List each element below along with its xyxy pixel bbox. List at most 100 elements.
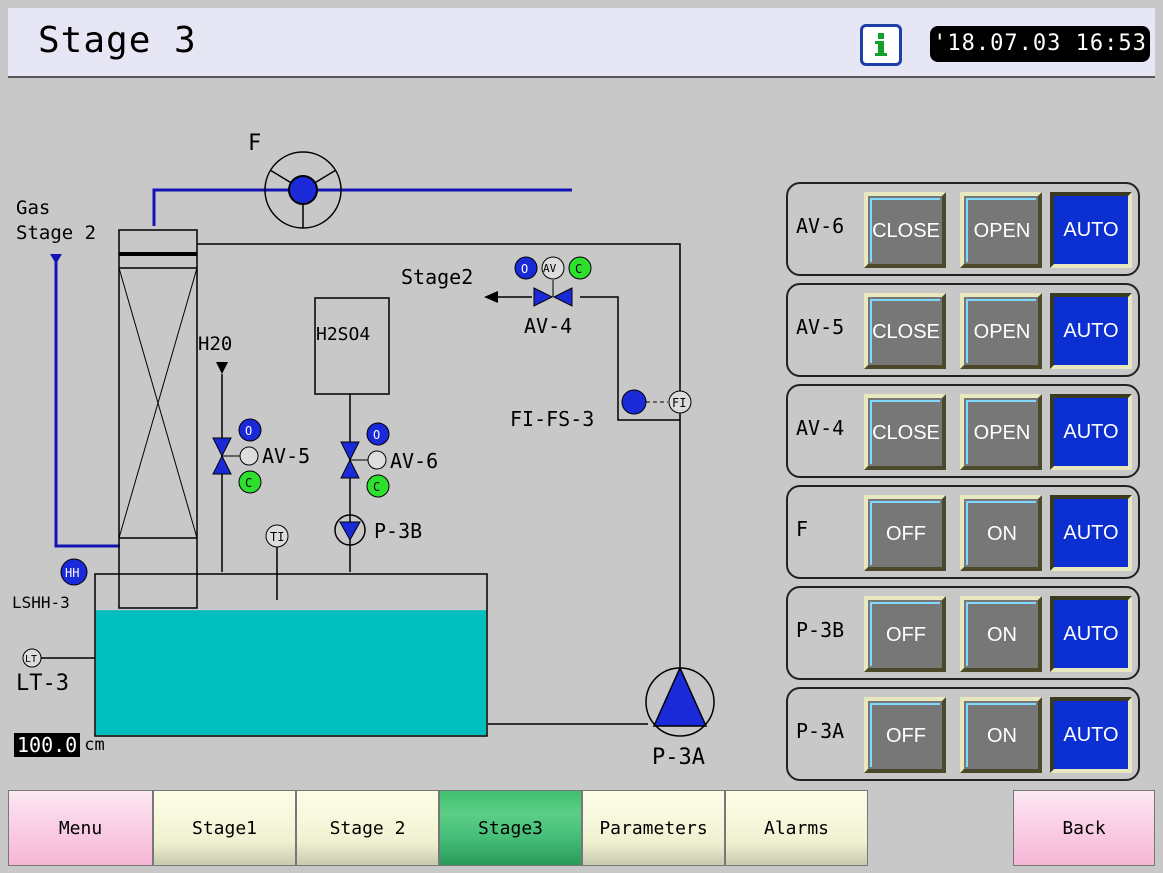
av5-label: AV-5 [262, 444, 310, 468]
p3a-auto-button[interactable]: AUTO [1050, 697, 1132, 773]
nav-alarms-button[interactable]: Alarms [725, 790, 868, 866]
button-label: AUTO [1063, 218, 1119, 241]
av4-auto-button[interactable]: AUTO [1050, 394, 1132, 470]
button-label: AUTO [1063, 521, 1119, 544]
process-schematic: F Gas Stage 2 Stage2 [12, 131, 715, 770]
av4-av-indicator [541, 256, 565, 280]
p3b-auto-button[interactable]: AUTO [1050, 596, 1132, 672]
av4-close-button[interactable]: CLOSE [864, 394, 946, 470]
av5-open-button[interactable]: OPEN [960, 293, 1042, 369]
nav-stage1-button[interactable]: Stage1 [153, 790, 296, 866]
high-high-alarm-indicator [60, 558, 88, 586]
control-group-av6: AV-6 CLOSE OPEN AUTO [786, 182, 1140, 276]
p3b-off-button[interactable]: OFF [864, 596, 946, 672]
process-diagram: F Gas Stage 2 Stage2 [8, 78, 1155, 788]
nav-stage3-button[interactable]: Stage3 [439, 790, 582, 866]
title-bar: Stage 3 '18.07.03 16:53 [8, 8, 1155, 78]
av6-close-button[interactable]: CLOSE [864, 192, 946, 268]
av6-auto-button[interactable]: AUTO [1050, 192, 1132, 268]
button-label: ON [966, 703, 1036, 767]
p3b-on-button[interactable]: ON [960, 596, 1042, 672]
p3a-on-button[interactable]: ON [960, 697, 1042, 773]
level-value: 100.0 [14, 733, 81, 757]
av4-label: AV-4 [524, 314, 572, 338]
av6-open-button[interactable]: OPEN [960, 192, 1042, 268]
button-label: CLOSE [870, 299, 940, 363]
fi-fs3-label: FI-FS-3 [510, 407, 594, 431]
av4-open-button[interactable]: OPEN [960, 394, 1042, 470]
fan-off-button[interactable]: OFF [864, 495, 946, 571]
control-group-p3a: P-3A OFF ON AUTO [786, 687, 1140, 781]
lt-tag: LT [25, 654, 37, 665]
pump-p3a[interactable] [645, 666, 715, 737]
button-label: ON [966, 602, 1036, 666]
av4-close-tag: C [575, 262, 582, 276]
fi-tag: FI [672, 396, 686, 410]
gas-label: Gas [16, 197, 50, 219]
valve-av4[interactable] [533, 280, 573, 307]
control-label: AV-4 [796, 416, 845, 440]
button-label: CLOSE [870, 400, 940, 464]
nav-back-button[interactable]: Back [1013, 790, 1155, 866]
level-readout: 100.0 cm [14, 732, 105, 758]
pump-p3b[interactable] [334, 514, 366, 546]
control-group-fan: F OFF ON AUTO [786, 485, 1140, 579]
scrubber-column [118, 229, 198, 609]
av6-close-indicator [366, 474, 390, 498]
hh-tag: HH [65, 566, 79, 580]
button-label: ON [966, 501, 1036, 565]
control-label: P-3A [796, 719, 845, 743]
fan-f[interactable] [264, 151, 342, 229]
nav-parameters-button[interactable]: Parameters [582, 790, 725, 866]
valve-av5[interactable] [212, 437, 259, 475]
button-label: CLOSE [870, 198, 940, 262]
control-label: P-3B [796, 618, 845, 642]
gas-pipe-top [152, 188, 572, 226]
nav-stage2-button[interactable]: Stage 2 [296, 790, 439, 866]
av6-open-tag: O [373, 428, 380, 442]
av4-av-tag: AV [543, 262, 557, 275]
av6-close-tag: C [373, 480, 380, 494]
av5-open-indicator [238, 418, 262, 442]
page-title: Stage 3 [38, 20, 197, 61]
fan-auto-button[interactable]: AUTO [1050, 495, 1132, 571]
control-group-av4: AV-4 CLOSE OPEN AUTO [786, 384, 1140, 478]
valve-av6[interactable] [340, 441, 387, 479]
button-label: OFF [870, 602, 940, 666]
control-group-p3b: P-3B OFF ON AUTO [786, 586, 1140, 680]
fi-fs3-indicator [621, 389, 647, 415]
control-group-av5: AV-5 CLOSE OPEN AUTO [786, 283, 1140, 377]
h2o-label: H20 [198, 333, 232, 355]
control-label: F [796, 517, 809, 541]
button-label: AUTO [1063, 622, 1119, 645]
p3a-off-button[interactable]: OFF [864, 697, 946, 773]
info-icon [875, 33, 887, 56]
button-label: OPEN [966, 299, 1036, 363]
nav-menu-button[interactable]: Menu [8, 790, 153, 866]
av5-close-tag: C [245, 476, 252, 490]
gas-inlet-pipe [54, 258, 120, 548]
button-label: OFF [870, 703, 940, 767]
gas-stage2-label: Stage 2 [16, 222, 96, 244]
button-label: AUTO [1063, 420, 1119, 443]
av5-open-tag: O [245, 424, 252, 438]
av4-branch-pipe [580, 296, 680, 421]
fan-on-button[interactable]: ON [960, 495, 1042, 571]
info-button[interactable] [860, 24, 902, 66]
level-unit: cm [84, 735, 105, 755]
av5-auto-button[interactable]: AUTO [1050, 293, 1132, 369]
control-label: AV-5 [796, 315, 845, 339]
gas-inlet-arrow [50, 254, 62, 264]
clock-display: '18.07.03 16:53 [930, 26, 1150, 62]
button-label: OPEN [966, 400, 1036, 464]
fan-label: F [248, 131, 261, 156]
av5-close-button[interactable]: CLOSE [864, 293, 946, 369]
h2so4-label: H2SO4 [316, 324, 370, 345]
button-label: OFF [870, 501, 940, 565]
tank-liquid [96, 610, 486, 735]
av5-close-indicator [238, 470, 262, 494]
lshh3-label: LSHH-3 [12, 593, 70, 612]
av4-close-indicator [568, 256, 592, 280]
av4-open-tag: O [521, 262, 528, 276]
